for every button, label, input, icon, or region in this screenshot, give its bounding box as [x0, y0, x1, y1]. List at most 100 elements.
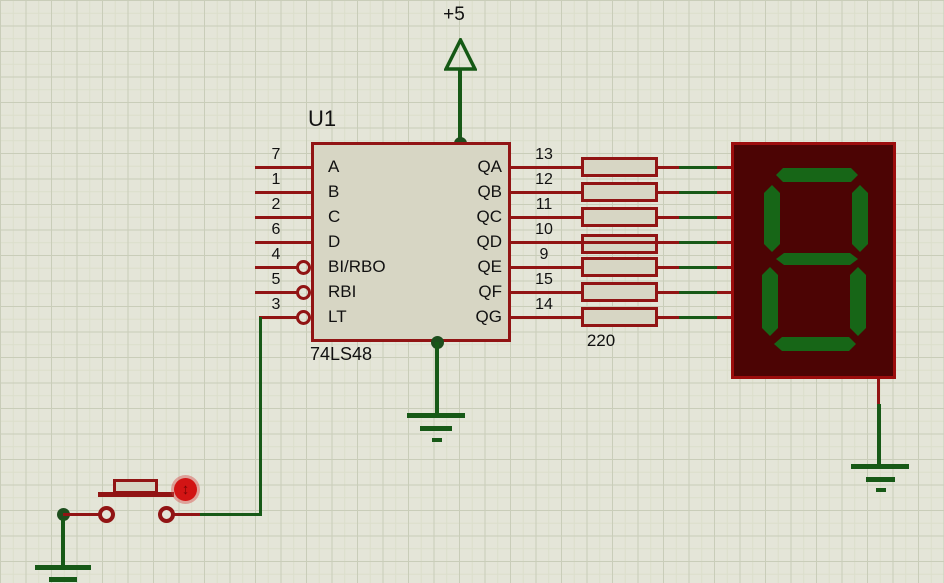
pin-label: C — [328, 207, 341, 226]
resistor-qe[interactable] — [581, 257, 658, 277]
pin-number: 3 — [271, 296, 281, 313]
wire-stub[interactable] — [658, 316, 679, 319]
seven-segment-digit — [762, 168, 868, 351]
button-pin-right[interactable] — [174, 513, 201, 516]
wire-qg[interactable] — [510, 316, 581, 319]
wire-qb[interactable] — [510, 191, 581, 194]
wire-stub[interactable] — [717, 216, 733, 219]
pin-number: 2 — [271, 196, 281, 213]
wire-stub[interactable] — [658, 191, 679, 194]
pin-label: QB — [477, 182, 502, 201]
wire-qd[interactable] — [510, 241, 581, 244]
pin-label: B — [328, 182, 340, 201]
pin-label: LT — [328, 307, 347, 326]
power-arrow-icon[interactable] — [444, 38, 477, 72]
wire-stub[interactable] — [717, 266, 733, 269]
pin-label: RBI — [328, 282, 357, 301]
pin-label: QC — [476, 207, 503, 226]
invert-bubble-icon — [296, 310, 311, 325]
resistor-qa[interactable] — [581, 157, 658, 177]
wire-qc[interactable] — [510, 216, 581, 219]
segment-f — [764, 185, 780, 252]
wire-green[interactable] — [679, 216, 717, 219]
button-pin-left[interactable] — [63, 513, 99, 516]
pin-number: 11 — [535, 196, 553, 213]
wire-button-to-ground[interactable] — [61, 519, 65, 566]
wire-power-to-chip[interactable] — [458, 68, 462, 144]
chip-ref-label: U1 — [308, 106, 337, 131]
pin-label: QE — [477, 257, 502, 276]
wire-green[interactable] — [679, 291, 717, 294]
pin-label: BI/RBO — [328, 257, 386, 276]
pin-line-bi-rbo[interactable] — [255, 266, 297, 269]
pin-line-lt[interactable] — [259, 316, 297, 319]
wire-stub[interactable] — [717, 166, 733, 169]
pin-number: 15 — [535, 271, 553, 288]
button-terminal-left[interactable] — [98, 506, 115, 523]
segment-g — [776, 253, 858, 265]
pin-number: 1 — [271, 171, 281, 188]
pin-line-c[interactable] — [255, 216, 312, 219]
segment-a — [776, 168, 858, 182]
wire-stub[interactable] — [658, 166, 679, 169]
wire-display-to-ground[interactable] — [877, 404, 881, 466]
pin-label: QD — [476, 232, 503, 251]
segment-b — [852, 185, 868, 252]
wire-stub[interactable] — [658, 291, 679, 294]
pin-number: 14 — [535, 296, 553, 313]
invert-bubble-icon — [296, 285, 311, 300]
pin-number: 5 — [271, 271, 281, 288]
chip-part-label: 74LS48 — [310, 344, 373, 364]
wire-qf[interactable] — [510, 291, 581, 294]
pin-number: 4 — [271, 246, 281, 263]
pin-line-d[interactable] — [255, 241, 312, 244]
button-actuator[interactable]: ↕ — [174, 478, 197, 501]
seven-segment-display[interactable] — [731, 142, 896, 379]
segment-e — [762, 267, 778, 336]
pin-label: D — [328, 232, 341, 251]
segment-d — [774, 337, 856, 351]
pin-label: QG — [475, 307, 502, 326]
resistor-qb[interactable] — [581, 182, 658, 202]
wire-button-to-lt[interactable] — [200, 513, 262, 516]
wire-green[interactable] — [679, 241, 717, 244]
button-terminal-right[interactable] — [158, 506, 175, 523]
wire-green[interactable] — [679, 166, 717, 169]
pin-number: 6 — [271, 221, 281, 238]
display-common-pin[interactable] — [877, 379, 880, 404]
pin-number: 12 — [535, 171, 553, 188]
power-label: +5 — [443, 4, 465, 25]
pin-label: QA — [477, 157, 502, 176]
pin-line-rbi[interactable] — [255, 291, 297, 294]
invert-bubble-icon — [296, 260, 311, 275]
resistor-qf[interactable] — [581, 282, 658, 302]
wire-stub[interactable] — [658, 266, 679, 269]
wire-stub[interactable] — [717, 291, 733, 294]
wire-green[interactable] — [679, 191, 717, 194]
resistor-value-label: 220 — [586, 331, 616, 350]
wire-qd-through[interactable] — [581, 241, 733, 244]
wire-green[interactable] — [679, 266, 717, 269]
pin-number: 10 — [535, 221, 553, 238]
pin-number: 7 — [271, 146, 281, 163]
resistor-qg[interactable] — [581, 307, 658, 327]
wire-qa[interactable] — [510, 166, 581, 169]
pin-number: 13 — [535, 146, 553, 163]
pin-label: A — [328, 157, 340, 176]
wire-qe[interactable] — [510, 266, 581, 269]
resistor-qc[interactable] — [581, 207, 658, 227]
wire-stub[interactable] — [717, 316, 733, 319]
wire-stub[interactable] — [658, 216, 679, 219]
wire-stub[interactable] — [717, 191, 733, 194]
wire-green[interactable] — [679, 316, 717, 319]
chip-body-74ls48[interactable] — [311, 142, 511, 342]
wire-button-to-lt-vertical[interactable] — [259, 317, 262, 516]
wire-chip-to-ground[interactable] — [435, 342, 439, 414]
resistor-qd[interactable] — [581, 234, 658, 254]
pin-label: QF — [478, 282, 502, 301]
pin-line-a[interactable] — [255, 166, 312, 169]
pin-line-b[interactable] — [255, 191, 312, 194]
segment-c — [850, 267, 866, 336]
button-base — [98, 492, 174, 497]
